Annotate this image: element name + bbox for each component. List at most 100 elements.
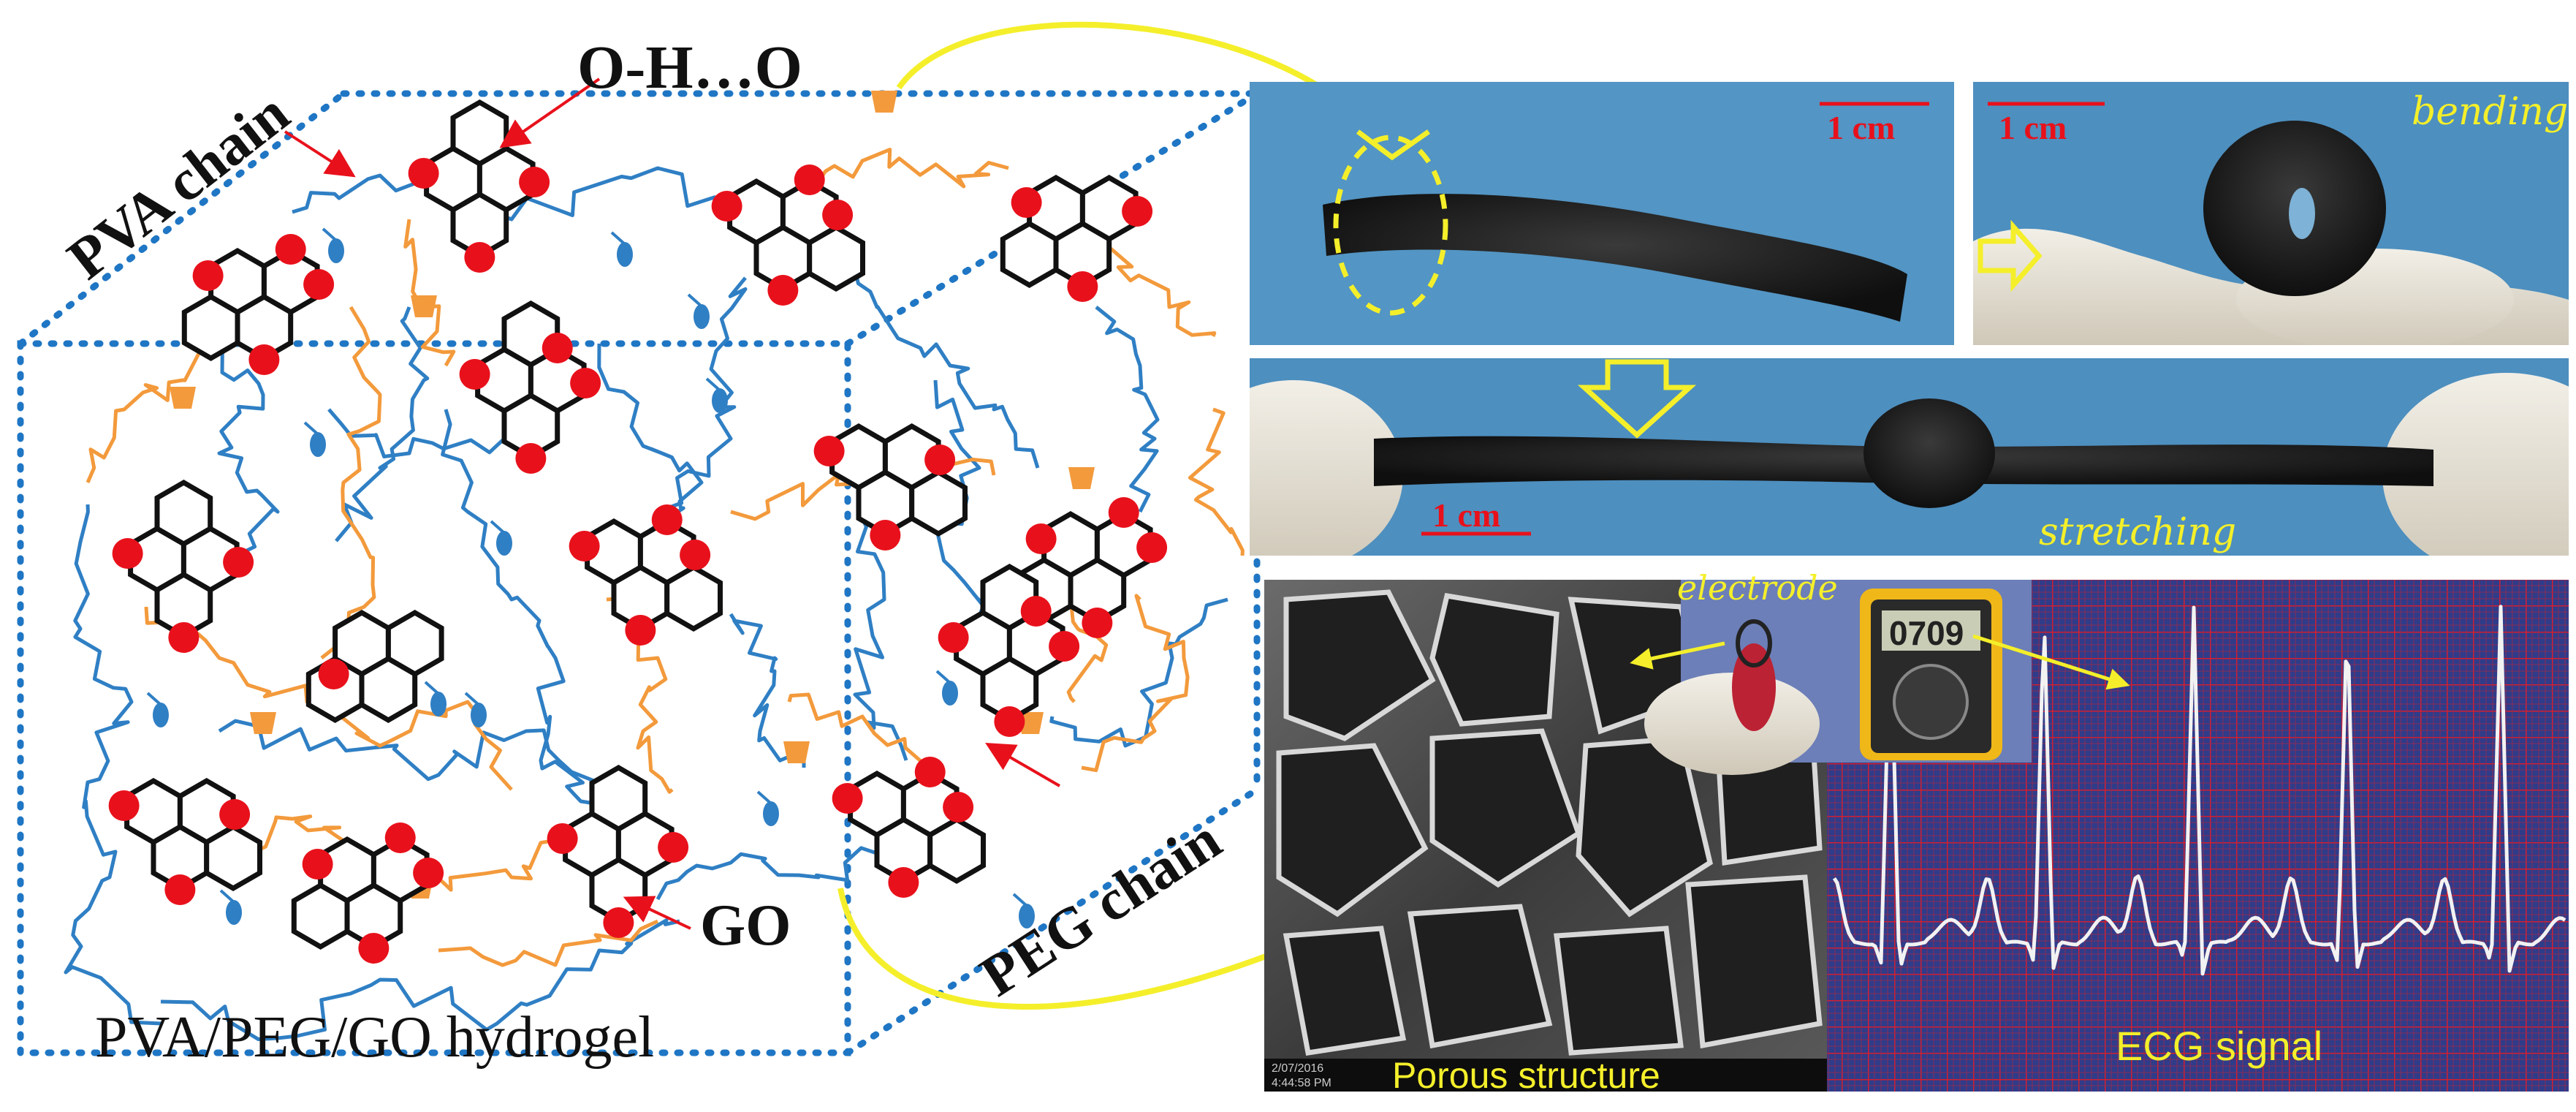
- peg-chain: [802, 148, 1009, 193]
- peg-chain: [403, 219, 456, 367]
- pva-chain: [817, 232, 1040, 469]
- go-sheet: [829, 423, 968, 537]
- ecg-trace: [1832, 605, 2566, 976]
- oxygen-group: [112, 538, 143, 569]
- go-sheet: [1014, 510, 1153, 625]
- oxygen-group: [1011, 187, 1042, 218]
- label-go: GO: [700, 893, 791, 958]
- oxygen-group: [870, 520, 901, 551]
- oxygen-group: [794, 164, 825, 195]
- hexagon-icon: [1000, 220, 1059, 289]
- oxygen-group: [658, 832, 689, 863]
- hexagon-icon: [450, 99, 509, 167]
- label-bending: bending: [2412, 90, 2568, 134]
- oxygen-group: [1136, 532, 1168, 563]
- pva-chain: [1049, 597, 1228, 748]
- pore: [1407, 904, 1553, 1049]
- hydroxyl-group: [763, 801, 779, 826]
- go-sheets: [108, 99, 1168, 964]
- oxygen-group: [515, 443, 547, 474]
- hydroxyl-group: [430, 692, 447, 716]
- oxygen-group: [519, 167, 550, 197]
- peg-end-group: [871, 91, 897, 113]
- pva-chain: [933, 379, 1010, 616]
- oxygen-group: [168, 622, 200, 653]
- go-sheet: [475, 300, 587, 461]
- oxygen-group: [413, 858, 444, 888]
- photo-tube: 1 cm: [1250, 82, 1954, 345]
- oxygen-group: [248, 344, 280, 375]
- hexagon-icon: [204, 823, 262, 892]
- hexagon-icon: [154, 479, 213, 548]
- label-oho: O-H…O: [577, 34, 802, 102]
- hydroxyl-group: [942, 681, 958, 706]
- oxygen-group: [547, 823, 578, 854]
- oxygen-group: [1025, 523, 1057, 554]
- label-porous-structure: Porous structure: [1392, 1055, 1660, 1096]
- hexagon-icon: [181, 293, 240, 362]
- scale-bar-label-2: 1 cm: [1999, 109, 2067, 146]
- oxygen-group: [569, 531, 600, 561]
- peg-end-group: [1068, 467, 1095, 489]
- peg-chain: [438, 919, 659, 967]
- meter-reading: 0709: [1889, 614, 1964, 652]
- oxygen-group: [1122, 196, 1153, 227]
- sem-info-date: 2/07/2016: [1272, 1062, 1323, 1075]
- oxygen-group: [994, 706, 1025, 737]
- label-electrode: electrode: [1677, 568, 1838, 608]
- go-sheet: [181, 247, 320, 362]
- oxygen-group: [822, 200, 854, 230]
- pore: [1685, 874, 1823, 1049]
- oxygen-group: [943, 792, 974, 822]
- oxygen-group: [888, 867, 919, 898]
- oxygen-group: [570, 368, 601, 398]
- hexagon-icon: [927, 816, 986, 885]
- oxygen-group: [813, 436, 845, 466]
- pva-chain: [729, 613, 806, 768]
- hydroxyl-group: [226, 900, 242, 925]
- red-arrow-icon: [284, 77, 1061, 930]
- hydroxyl-group: [496, 531, 512, 556]
- hydroxyl-group: [617, 242, 633, 267]
- pva-chain: [1095, 306, 1160, 513]
- label-hydrogel: PVA/PEG/GO hydrogel: [95, 1005, 654, 1070]
- photo-bending: 1 cm bending: [1973, 82, 2569, 345]
- label-ecg-signal: ECG signal: [2116, 1023, 2322, 1069]
- peg-chain: [320, 306, 382, 659]
- scale-bar-label-1: 1 cm: [1827, 109, 1895, 146]
- oxygen-group: [459, 359, 490, 390]
- oxygen-group: [938, 622, 969, 653]
- oxygen-group: [680, 540, 711, 570]
- peg-chain: [1081, 594, 1190, 773]
- peg-chain: [1188, 407, 1245, 556]
- oxygen-group: [603, 907, 634, 938]
- oxygen-group: [1067, 271, 1098, 302]
- hexagon-icon: [909, 469, 968, 537]
- label-pva-chain: PVA chain: [56, 80, 301, 292]
- pore: [1283, 589, 1436, 741]
- hydroxyl-group: [153, 703, 169, 727]
- oxygen-group: [108, 790, 140, 821]
- go-sheet: [124, 777, 262, 892]
- pva-chain: [64, 504, 162, 1026]
- oxygen-group: [275, 234, 306, 265]
- go-sheet: [305, 609, 444, 724]
- hydroxyl-group: [694, 304, 710, 329]
- photo-stretching: 1 cm stretching: [1250, 358, 2569, 556]
- oxygen-group: [924, 445, 956, 475]
- oxygen-group: [1020, 596, 1052, 627]
- hexagon-icon: [359, 655, 418, 724]
- inset-electrode-photo: 0709 electrode: [1644, 568, 2032, 775]
- oxygen-group: [358, 933, 390, 964]
- sem-info-time: 4:44:58 PM: [1272, 1077, 1331, 1089]
- pva-chain: [160, 918, 680, 1041]
- oxygen-group: [464, 242, 495, 273]
- pva-chain: [218, 719, 615, 792]
- go-sheet: [954, 563, 1065, 724]
- pore: [1429, 728, 1582, 888]
- hexagon-icon: [807, 224, 865, 292]
- oxygen-group: [164, 874, 196, 905]
- oxygen-group: [302, 849, 333, 880]
- oxygen-group: [408, 158, 439, 189]
